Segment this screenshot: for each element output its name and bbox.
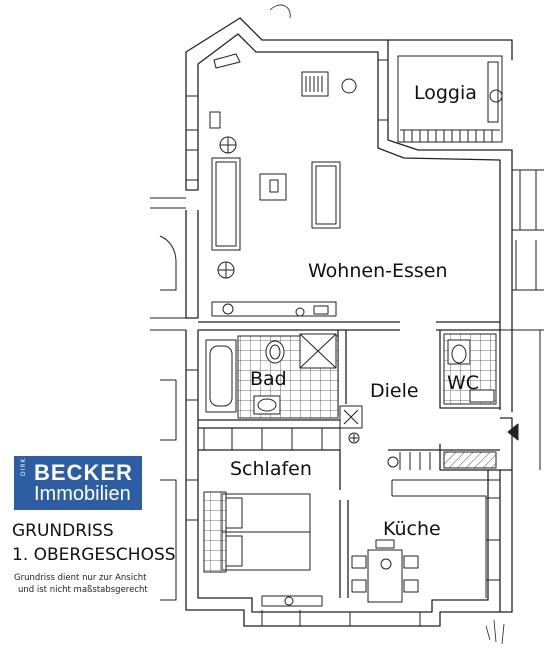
- disclaimer-line1: Grundriss dient nur zur Ansicht: [14, 573, 147, 583]
- room-label-loggia: Loggia: [414, 82, 477, 104]
- bedroom-furniture: [203, 427, 341, 607]
- kitchen-furniture: [351, 479, 500, 603]
- hallway-fixtures: [339, 405, 519, 470]
- becker-immobilien-logo: DIRK BECKER Immobilien: [14, 456, 142, 510]
- window-openings: [186, 59, 421, 626]
- outer-walls: [185, 17, 513, 627]
- bathroom-fixtures: [205, 333, 339, 419]
- living-furniture: [209, 53, 357, 317]
- room-label-bad: Bad: [250, 368, 287, 390]
- room-label-diele: Diele: [370, 380, 419, 402]
- logo-subtitle: Immobilien: [34, 483, 131, 505]
- room-label-kueche: Küche: [383, 518, 441, 540]
- loggia-railing: [397, 55, 503, 143]
- room-label-schlafen: Schlafen: [230, 458, 312, 480]
- disclaimer-line2: und ist nicht maßstabsgerecht: [18, 585, 148, 595]
- plan-title-line2: 1. OBERGESCHOSS: [12, 545, 176, 565]
- sketch-marks: [269, 4, 505, 645]
- adjacent-building-lines: [150, 169, 544, 601]
- logo-first-name: DIRK: [20, 457, 27, 477]
- plan-title-line1: GRUNDRISS: [12, 521, 114, 541]
- room-label-wohnen-essen: Wohnen-Essen: [308, 260, 448, 282]
- room-label-wc: WC: [447, 372, 480, 394]
- logo-company: BECKER: [34, 460, 133, 485]
- wc-fixtures: [443, 333, 497, 405]
